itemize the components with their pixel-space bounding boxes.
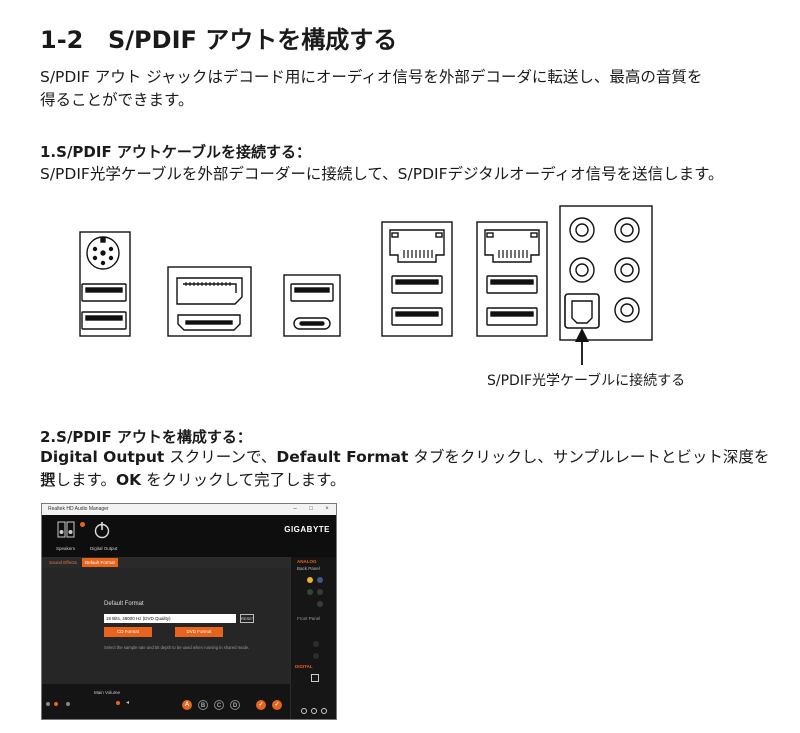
step2-heading: 2.S/PDIF アウトを構成する： <box>40 428 252 446</box>
window-title: Realtek HD Audio Manager <box>48 506 109 512</box>
speaker-volume-icon[interactable]: ◂ <box>126 700 130 706</box>
page-title: 1-2 S/PDIF アウトを構成する <box>40 20 397 55</box>
effect-d-button[interactable]: D <box>230 700 240 710</box>
app-header: Speakers Digital Output GIGABYTE <box>42 515 336 557</box>
volume-slider-knob[interactable] <box>54 702 58 706</box>
check-icon[interactable]: ✓ <box>272 700 282 710</box>
jack-icon[interactable] <box>317 577 323 583</box>
display-hdmi-block <box>167 266 252 337</box>
rear-io-diagram <box>79 205 653 365</box>
step1-heading: 1.S/PDIF アウトケーブルを接続する： <box>40 143 312 161</box>
effect-a-button[interactable]: A <box>182 700 192 710</box>
mute-icon[interactable]: ✓ <box>256 700 266 710</box>
intro-line-1: S/PDIF アウト ジャックはデコード用にオーディオ信号を外部デコーダに転送し… <box>40 68 703 86</box>
maximize-button[interactable]: □ <box>309 506 313 512</box>
volume-indicator-icon <box>66 702 70 706</box>
analog-label: ANALOG <box>297 559 317 564</box>
audio-block <box>559 205 653 341</box>
digital-label: DIGITAL <box>295 664 313 669</box>
main-volume-knob[interactable] <box>116 701 120 705</box>
ps2-usb-block <box>79 231 131 337</box>
main-volume-label: Main Volume <box>94 690 121 695</box>
back-panel-label: Back Panel <box>297 566 320 571</box>
ok-term: OK <box>115 471 142 489</box>
volume-bar: Main Volume ◂ A B C D ✓ ✓ <box>42 684 290 719</box>
audio-manager-window: Realtek HD Audio Manager – □ × Speakers … <box>41 503 337 720</box>
speakers-device[interactable] <box>56 520 76 540</box>
jack-icon[interactable] <box>317 601 323 607</box>
reset-button[interactable]: RESET <box>240 614 255 623</box>
tab-sound-effects[interactable]: Sound Effects <box>49 560 77 565</box>
lan-usb-block-2 <box>476 221 548 337</box>
speaker-icon <box>57 521 75 538</box>
info-icon[interactable] <box>321 708 327 714</box>
gigabyte-logo: GIGABYTE <box>284 525 330 534</box>
minimize-button[interactable]: – <box>293 506 297 512</box>
power-icon <box>94 522 110 539</box>
step2-text-b: タブをクリックし、サンプルレートとビット深度を選 <box>40 448 770 489</box>
lan-usb-block-1 <box>381 221 453 337</box>
active-dot <box>80 522 85 527</box>
optical-port-icon[interactable] <box>311 674 319 682</box>
close-button[interactable]: × <box>325 506 329 512</box>
digital-output-label: Digital Output <box>90 546 118 551</box>
default-format-title: Default Format <box>104 601 144 607</box>
connector-side-panel: ANALOG Back Panel Front Panel DIGITAL <box>290 557 336 719</box>
window-titlebar: Realtek HD Audio Manager – □ × <box>42 504 336 515</box>
default-format-term: Default Format <box>276 448 409 466</box>
digital-output-term: Digital Output <box>40 448 165 466</box>
settings-icon[interactable] <box>311 708 317 714</box>
format-hint: Select the sample rate and bit depth to … <box>104 645 250 650</box>
step2-text-c: 択します。 <box>40 471 116 489</box>
speakers-label: Speakers <box>56 546 76 551</box>
cd-format-button[interactable]: CD Format <box>104 627 152 637</box>
section-title: S/PDIF アウトを構成する <box>108 26 398 54</box>
default-format-panel: Default Format 16 Bits, 48000 Hz (DVD Qu… <box>42 568 290 684</box>
step2-line-1: Digital Output スクリーンで、Default Format タブを… <box>40 446 770 492</box>
effect-c-button[interactable]: C <box>214 700 224 710</box>
spdif-callout-label: S/PDIF光学ケーブルに接続する <box>487 373 686 389</box>
jack-icon[interactable] <box>307 577 313 583</box>
jack-icon[interactable] <box>313 641 319 647</box>
jack-icon[interactable] <box>307 589 313 595</box>
gear-icon[interactable] <box>301 708 307 714</box>
intro-line-2: 得ることができます。 <box>40 91 194 109</box>
step2-text-a: スクリーンで、 <box>164 448 277 466</box>
dvd-format-button[interactable]: DVD Format <box>175 627 223 637</box>
jack-icon[interactable] <box>317 589 323 595</box>
step2-line-2: 択します。OK をクリックして完了します。 <box>40 469 770 492</box>
step2-text-d: をクリックして完了します。 <box>141 471 346 489</box>
tab-bar: Sound Effects Default Format <box>42 557 290 568</box>
usb-typec-block <box>283 274 341 337</box>
step1-text: S/PDIF光学ケーブルを外部デコーダーに接続して、S/PDIFデジタルオーディ… <box>40 165 724 183</box>
format-select[interactable]: 16 Bits, 48000 Hz (DVD Quality) <box>104 614 236 623</box>
jack-icon[interactable] <box>313 653 319 659</box>
digital-output-device[interactable] <box>80 520 112 540</box>
volume-indicator-icon <box>46 702 50 706</box>
effect-b-button[interactable]: B <box>198 700 208 710</box>
section-number: 1-2 <box>40 26 84 54</box>
front-panel-label: Front Panel <box>297 616 321 621</box>
tab-default-format[interactable]: Default Format <box>82 558 118 567</box>
